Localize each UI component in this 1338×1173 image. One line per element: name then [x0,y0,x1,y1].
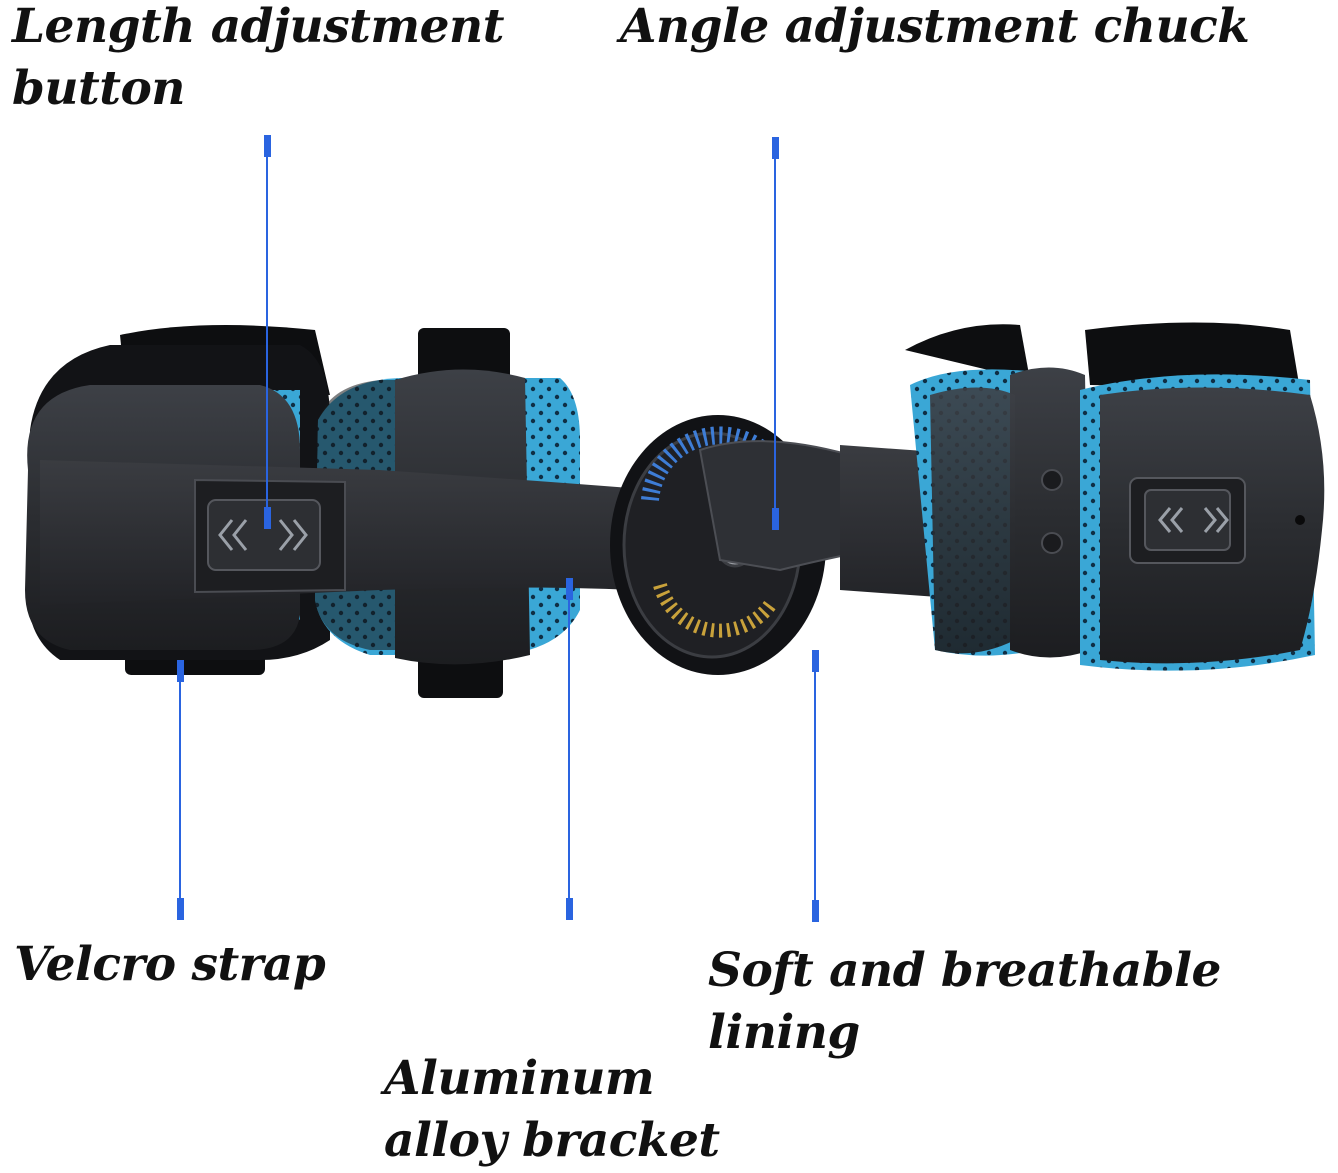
label-lining-line2: lining [708,1005,860,1060]
label-velcro-strap: Velcro strap [14,934,326,996]
hinge-dial [610,415,930,675]
leader-bracket [566,578,573,920]
label-length-line2: button [12,61,185,116]
leader-length-adjustment [264,135,271,529]
label-soft-breathable-lining: Soft and breathable lining [708,940,1221,1064]
label-angle-adjustment-chuck: Angle adjustment chuck [620,0,1250,58]
leader-lining [812,650,819,922]
label-bracket-line2: alloy bracket [384,1113,720,1168]
label-lining-line1: Soft and breathable [708,943,1221,998]
label-angle-line1: Angle adjustment chuck [620,0,1250,54]
leader-angle-adjustment [772,137,779,530]
leader-velcro [177,660,184,920]
left-bracket [40,460,635,605]
label-aluminum-alloy-bracket: Aluminum alloy bracket [384,1048,720,1172]
label-length-line1: Length adjustment [12,0,504,54]
right-outer-cuff [1080,322,1325,671]
leader-lines [177,135,819,922]
label-length-adjustment-button: Length adjustment button [12,0,504,120]
right-inner-cuff [905,324,1090,658]
label-velcro-line1: Velcro strap [14,937,326,992]
label-bracket-line1: Aluminum [384,1051,655,1106]
